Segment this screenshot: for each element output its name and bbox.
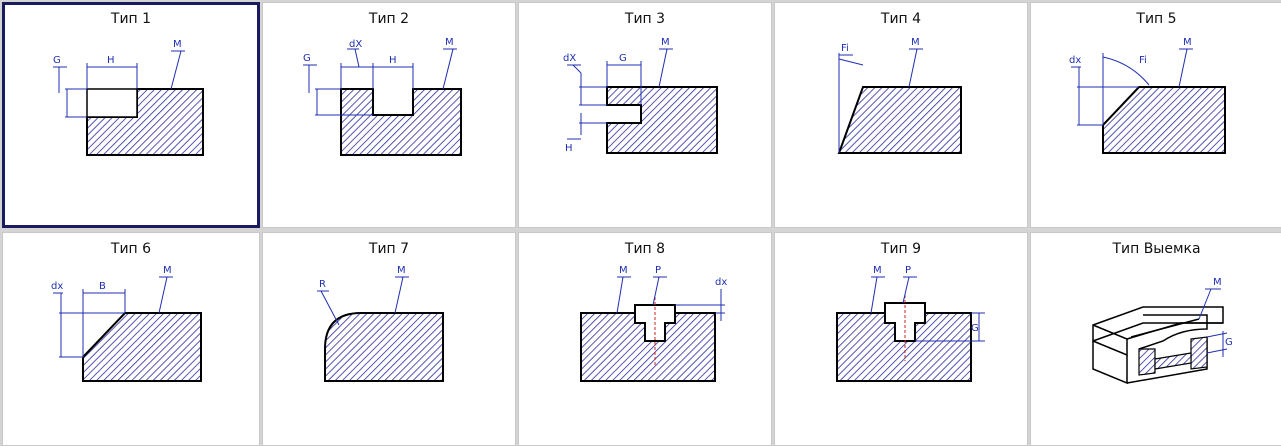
tile-title: Тип 4	[880, 11, 922, 27]
tile-type-4[interactable]: Тип 4 Fi M	[774, 2, 1028, 228]
label-m: M	[163, 265, 172, 276]
label-dx: dx	[1069, 55, 1081, 66]
tile-type-9[interactable]: Тип 9 M P G	[774, 232, 1028, 446]
label-g: G	[1225, 337, 1233, 348]
type-5-drawing: dx Fi M	[1069, 37, 1226, 154]
label-dx: dX	[349, 39, 362, 50]
tile-type-1[interactable]: Тип 1 G H M	[2, 2, 260, 228]
type-8-drawing: M P dx	[580, 265, 727, 382]
type-vyemka-drawing: M G	[1092, 277, 1233, 385]
label-g: G	[53, 55, 61, 66]
label-m: M	[619, 265, 628, 276]
label-dx: dX	[563, 53, 576, 64]
label-m: M	[1213, 277, 1222, 288]
tile-title: Тип 1	[110, 11, 152, 27]
tile-title: Тип 5	[1136, 11, 1177, 27]
tile-type-7[interactable]: Тип 7 R M	[262, 232, 516, 446]
label-dx: dx	[51, 281, 63, 292]
tile-title: Тип 7	[368, 241, 410, 257]
label-m: M	[873, 265, 882, 276]
label-h: H	[107, 55, 115, 66]
tile-type-8[interactable]: Тип 8 M P dx	[518, 232, 772, 446]
label-g: G	[971, 323, 979, 334]
label-m: M	[911, 37, 920, 48]
label-fi: Fi	[1139, 55, 1147, 66]
label-dx: dx	[715, 277, 727, 288]
type-1-drawing: G H M	[53, 39, 204, 156]
tile-type-6[interactable]: Тип 6 dx B M	[2, 232, 260, 446]
label-g: G	[303, 53, 311, 64]
label-m: M	[397, 265, 406, 276]
type-4-drawing: Fi M	[837, 37, 962, 154]
type-9-drawing: M P G	[836, 265, 985, 382]
tile-title: Тип 3	[624, 11, 666, 27]
label-m: M	[173, 39, 182, 50]
tile-title: Тип 9	[880, 241, 922, 257]
label-b: B	[99, 281, 106, 292]
type-2-drawing: G dX H M	[303, 37, 462, 156]
tile-type-vyemka[interactable]: Тип Выемка M G	[1030, 232, 1281, 446]
tile-type-5[interactable]: Тип 5 dx Fi M	[1030, 2, 1281, 228]
tile-type-2[interactable]: Тип 2 G dX H M	[262, 2, 516, 228]
label-p: P	[655, 265, 661, 276]
tile-title: Тип Выемка	[1112, 241, 1201, 257]
label-h: H	[389, 55, 397, 66]
tile-type-3[interactable]: Тип 3 dX G M H	[518, 2, 772, 228]
label-fi: Fi	[841, 43, 849, 54]
type-6-drawing: dx B M	[51, 265, 202, 382]
type-7-drawing: R M	[317, 265, 444, 382]
tile-title: Тип 2	[368, 11, 410, 27]
tile-title: Тип 6	[110, 241, 152, 257]
tile-title: Тип 8	[624, 241, 666, 257]
label-h: H	[565, 143, 573, 154]
label-g: G	[619, 53, 627, 64]
label-r: R	[319, 279, 326, 290]
label-m: M	[661, 37, 670, 48]
type-3-drawing: dX G M H	[563, 37, 718, 154]
label-m: M	[445, 37, 454, 48]
label-p: P	[905, 265, 911, 276]
label-m: M	[1183, 37, 1192, 48]
